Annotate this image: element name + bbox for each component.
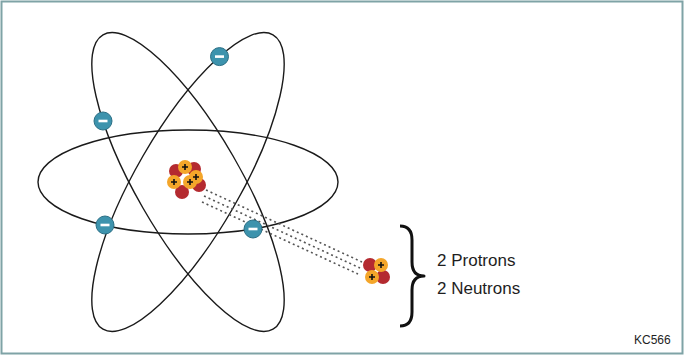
- dotted-line: [204, 196, 360, 268]
- electron: [244, 220, 262, 238]
- particle-label: 2 Protrons: [437, 251, 515, 271]
- proton: [365, 270, 379, 284]
- electron: [94, 112, 112, 130]
- particle-label: 2 Neutrons: [437, 279, 520, 299]
- electrons: [94, 48, 262, 238]
- emission-path: [202, 190, 362, 274]
- figure-code: KC566: [634, 334, 671, 348]
- orbit: [58, 9, 318, 355]
- proton: [374, 258, 388, 272]
- plus-signs: [369, 262, 384, 280]
- proton: [167, 175, 181, 189]
- orbits: [38, 9, 338, 355]
- electron: [211, 48, 229, 66]
- nucleus: [167, 160, 206, 199]
- electron: [96, 216, 114, 234]
- curly-bracket: [400, 226, 424, 326]
- dotted-line: [206, 190, 362, 262]
- proton: [178, 160, 192, 174]
- dotted-line: [202, 202, 358, 274]
- plus-signs: [171, 164, 199, 185]
- alpha-particle: [363, 258, 390, 284]
- orbit: [38, 130, 338, 234]
- orbit: [58, 9, 318, 355]
